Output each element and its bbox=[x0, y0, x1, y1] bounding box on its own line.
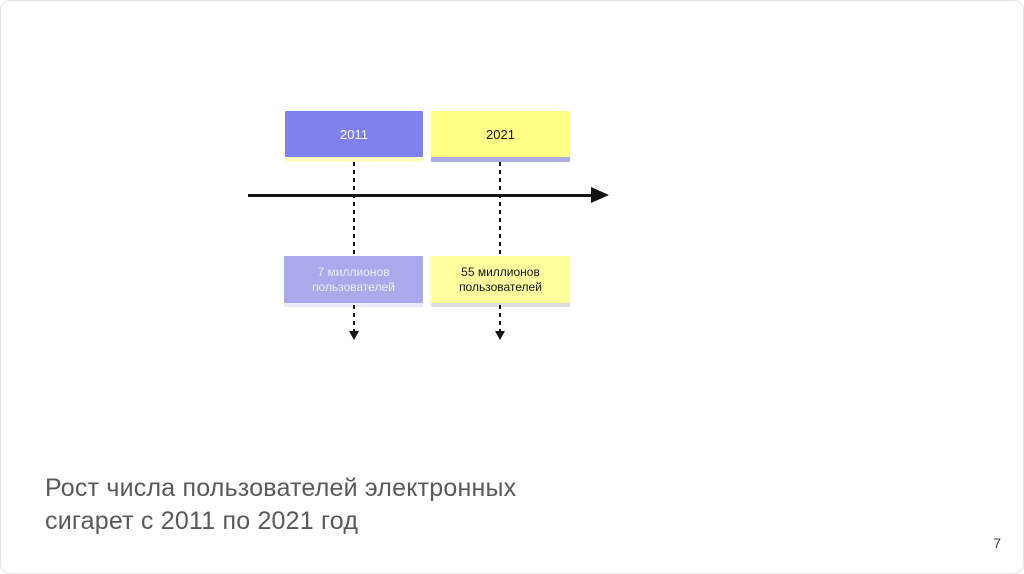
timeline-value-box-2021: 55 миллионов пользователей bbox=[431, 256, 570, 303]
timeline-year-label-2021: 2021 bbox=[486, 126, 515, 142]
timeline-year-box-2011: 2011 bbox=[285, 111, 423, 157]
down-arrowhead-2021-icon bbox=[495, 331, 505, 340]
timeline-value-label-2021: 55 миллионов пользователей bbox=[459, 264, 542, 294]
dashed-connector-2021-lower bbox=[499, 305, 501, 332]
timeline-value-label-2011: 7 миллионов пользователей bbox=[312, 264, 395, 294]
dashed-connector-2011-upper bbox=[353, 162, 355, 255]
slide-title: Рост числа пользователей электронных сиг… bbox=[45, 472, 516, 538]
timeline-year-label-2011: 2011 bbox=[340, 126, 368, 142]
dashed-connector-2021-upper bbox=[499, 162, 501, 255]
dashed-connector-2011-lower bbox=[353, 305, 355, 332]
timeline-axis-line bbox=[248, 194, 592, 197]
down-arrowhead-2011-icon bbox=[349, 331, 359, 340]
slide-title-line2: сигарет с 2011 по 2021 год bbox=[45, 507, 359, 535]
timeline-year-box-2021: 2021 bbox=[431, 111, 570, 157]
slide-title-line1: Рост числа пользователей электронных bbox=[45, 474, 517, 502]
timeline-axis-arrowhead-icon bbox=[591, 187, 609, 203]
page-number: 7 bbox=[993, 535, 1001, 551]
timeline-value-box-2011: 7 миллионов пользователей bbox=[284, 256, 423, 303]
